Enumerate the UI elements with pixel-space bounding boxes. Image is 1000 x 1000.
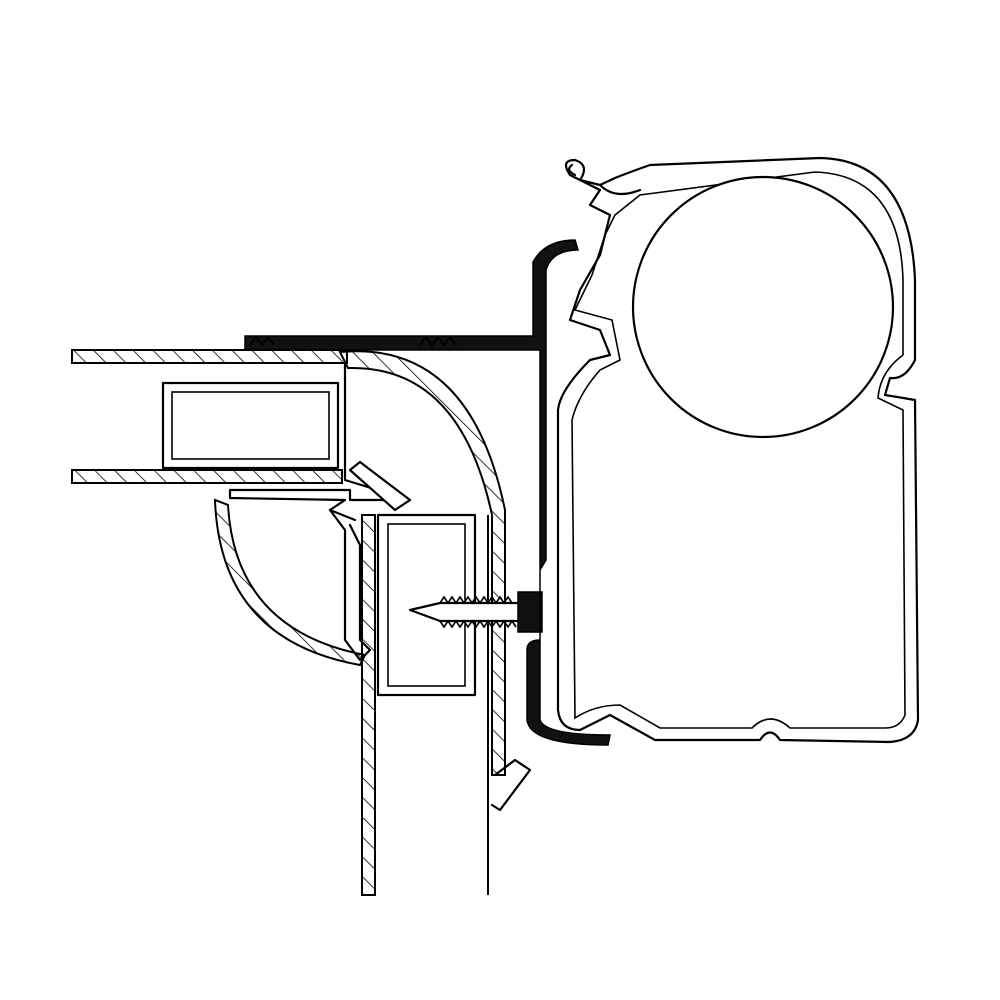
corner-outer-shell	[338, 350, 506, 776]
bracket-seal	[249, 335, 457, 347]
corner-gusset	[348, 460, 412, 512]
adapter-bracket	[244, 239, 611, 746]
corner-profile	[213, 350, 532, 812]
screw	[408, 591, 543, 633]
roof-inner-skin	[71, 469, 343, 484]
awning-housing	[556, 156, 920, 744]
corner-lower-cover	[213, 498, 367, 667]
roof-outer-skin	[71, 349, 348, 364]
screw-thread	[439, 595, 517, 629]
bracket-profile	[244, 239, 611, 746]
housing-top-hook	[568, 163, 642, 196]
roof-frame-tube-inner	[171, 391, 330, 460]
screw-head	[517, 591, 543, 633]
roof-frame-tube	[161, 381, 340, 470]
side-wall	[361, 513, 489, 896]
housing-inner-wall	[571, 171, 906, 729]
wall-outer-skin	[361, 514, 376, 896]
awning-roller-tube	[631, 175, 895, 439]
drip-edge	[490, 758, 532, 812]
roof-panel	[71, 349, 348, 484]
